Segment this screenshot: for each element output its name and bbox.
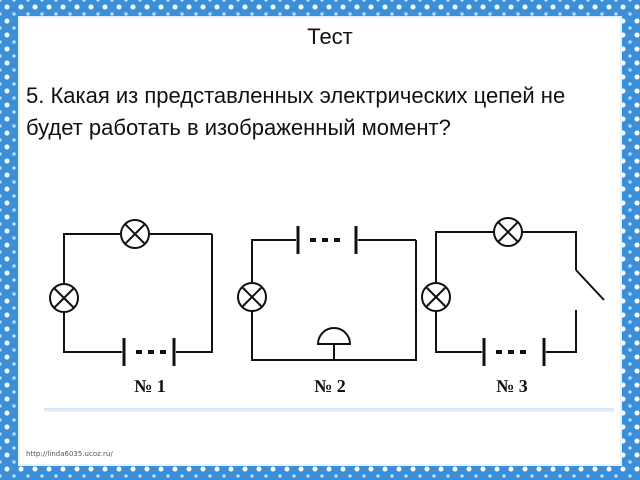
lamp-icon <box>493 217 523 247</box>
slide-divider <box>44 408 614 412</box>
slide-title: Тест <box>307 24 353 49</box>
bell-icon <box>316 327 352 361</box>
battery-icon <box>482 338 546 366</box>
circuit-1-label: № 1 <box>134 376 166 396</box>
circuit-2-label: № 2 <box>314 376 346 396</box>
lamp-icon <box>421 282 451 312</box>
lamp-icon <box>49 283 79 313</box>
battery-icon <box>122 338 176 366</box>
circuit-2 <box>237 226 417 361</box>
battery-icon <box>296 226 358 254</box>
open-switch-icon <box>575 269 605 301</box>
lamp-icon <box>120 219 150 249</box>
circuit-3-label: № 3 <box>496 376 528 396</box>
source-url: http://linda6035.ucoz.ru/ <box>26 450 113 458</box>
question-text: 5. Какая из представленных электрических… <box>26 83 566 140</box>
circuit-1 <box>49 219 213 366</box>
circuit-3 <box>421 217 605 366</box>
lamp-icon <box>237 282 267 312</box>
